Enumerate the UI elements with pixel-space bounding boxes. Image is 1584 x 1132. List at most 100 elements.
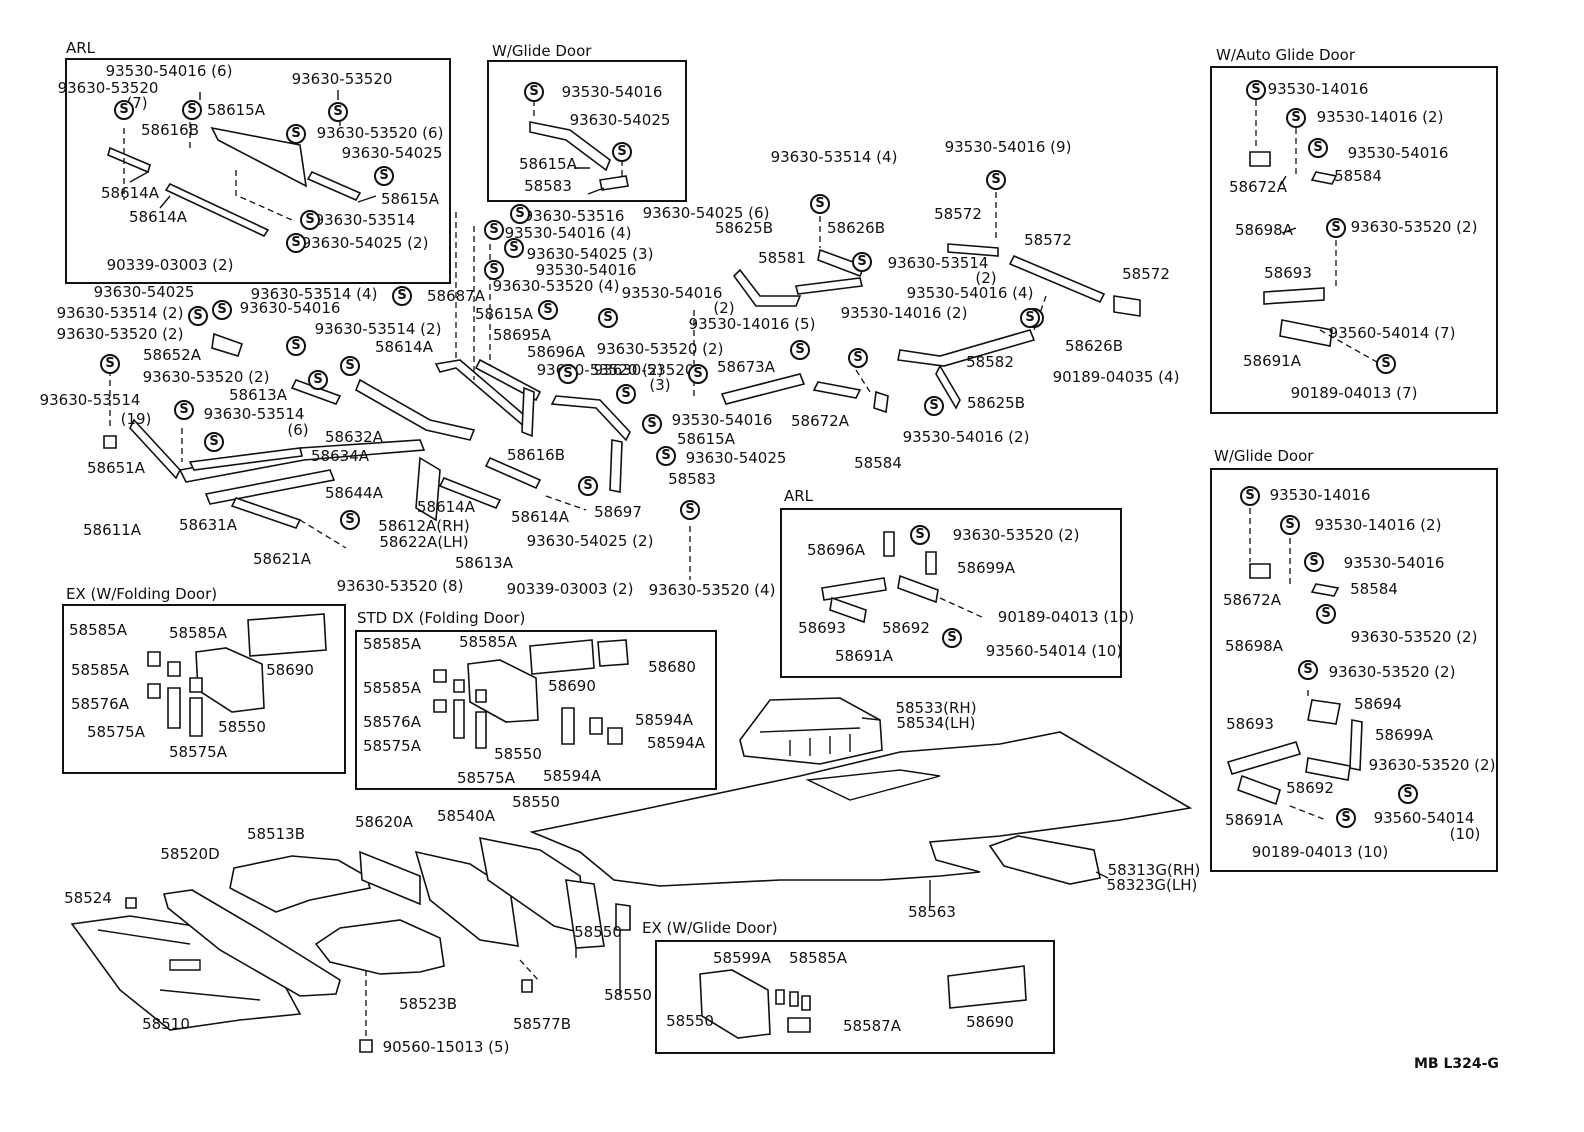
part-number-label: 90189-04013 (10): [997, 608, 1135, 626]
s-symbol: S: [340, 510, 360, 530]
part-58585a-c: [189, 677, 203, 693]
part-number-label: 93630-53520: [291, 70, 393, 88]
part-58523b-mat: [314, 919, 445, 975]
part-58696a-bracket: [521, 386, 535, 438]
part-number-label: 93630-53520 (2): [1350, 628, 1478, 646]
part-number-label: 93630-53520: [593, 361, 695, 379]
part-number-label: 93630-53520 (4): [648, 581, 776, 599]
part-number-label: 58614A: [375, 338, 433, 356]
part-58672a-glide: [1249, 563, 1271, 579]
part-58533-wheelhouse: [739, 697, 883, 765]
part-number-label: 58693: [1264, 264, 1312, 282]
part-number-label: 93630-53520 (2): [56, 325, 184, 343]
group-box-auto-glide: [1210, 66, 1498, 414]
part-number-label: 58572: [934, 205, 982, 223]
part-number-label: 93630-53514: [203, 405, 305, 423]
part-number-label: 58625B: [714, 219, 774, 237]
part-number-label: 58672A: [791, 412, 849, 430]
s-symbol: S: [1316, 604, 1336, 624]
part-number-label: 93530-14016: [1267, 80, 1369, 98]
part-number-label: 58582: [966, 353, 1014, 371]
group-box-ex-folding: [62, 604, 346, 774]
part-58313g-cover: [988, 835, 1101, 885]
part-number-label: 93560-54014: [1373, 809, 1475, 827]
part-58651a-bracket: [103, 435, 117, 449]
part-number-label: 58575A: [457, 769, 515, 787]
part-58694: [1307, 699, 1341, 725]
part-number-label: 93630-53520 (6): [316, 124, 444, 142]
part-number-label: 58634A: [311, 447, 369, 465]
part-number-label: 93530-14016 (2): [1314, 516, 1442, 534]
part-58693-auto: [1263, 287, 1325, 305]
part-58575a-a: [167, 687, 181, 729]
s-symbol: S: [656, 446, 676, 466]
part-number-label: 58585A: [789, 949, 847, 967]
part-number-label: 58583: [668, 470, 716, 488]
part-number-label: 93630-53514: [314, 211, 416, 229]
part-58582-frame: [897, 329, 1036, 367]
part-number-label: 58631A: [179, 516, 237, 534]
part-number-label: 93530-54016 (6): [105, 62, 233, 80]
part-number-label: 58613A: [229, 386, 287, 404]
part-58680: [597, 639, 629, 667]
group-title-std-dx: STD DX (Folding Door): [357, 609, 526, 627]
part-number-label: 93630-53514 (4): [770, 148, 898, 166]
group-box-std-dx: [355, 630, 717, 790]
part-number-label: 58575A: [87, 723, 145, 741]
part-58652a-bracket: [211, 332, 244, 357]
s-symbol: S: [680, 500, 700, 520]
s-symbol: S: [1376, 354, 1396, 374]
part-58585a-h: [801, 995, 811, 1011]
part-number-label: 58621A: [253, 550, 311, 568]
s-symbol: S: [1308, 138, 1328, 158]
part-number-label: (3): [649, 376, 671, 394]
part-number-label: 93630-53520 (4): [492, 277, 620, 295]
s-symbol: S: [392, 286, 412, 306]
part-number-label: 58625B: [966, 394, 1026, 412]
part-number-label: 93630-54025 (3): [526, 245, 654, 263]
part-number-label: 93630-53516: [523, 207, 625, 225]
part-number-label: 58572: [1122, 265, 1170, 283]
part-58699a-arl: [925, 551, 937, 575]
part-number-label: 93530-54016 (2): [902, 428, 1030, 446]
part-number-label: 58696A: [527, 343, 585, 361]
s-symbol: S: [1020, 308, 1040, 328]
part-number-label: 93530-14016: [1269, 486, 1371, 504]
part-58626b-rail: [817, 248, 866, 278]
part-number-label: 58534(LH): [896, 714, 976, 732]
s-symbol: S: [642, 414, 662, 434]
part-58615a-center: [550, 395, 631, 442]
s-symbol: S: [598, 308, 618, 328]
s-symbol: S: [484, 220, 504, 240]
s-symbol: S: [1286, 108, 1306, 128]
part-number-label: 93630-53514 (4): [250, 285, 378, 303]
part-number-label: 58614A: [101, 184, 159, 202]
part-number-label: 58693: [798, 619, 846, 637]
part-number-label: 58575A: [169, 743, 227, 761]
part-number-label: 93630-54025 (2): [301, 234, 429, 252]
part-58576a-b: [433, 699, 447, 713]
s-symbol: S: [538, 300, 558, 320]
s-symbol: S: [1304, 552, 1324, 572]
part-58563-floor-mat: [529, 731, 1193, 887]
part-number-label: 58584: [1350, 580, 1398, 598]
part-58693-glide: [1226, 741, 1302, 775]
part-58550-std: [467, 659, 539, 723]
group-title-glide-right: W/Glide Door: [1214, 447, 1314, 465]
group-title-ex-glide: EX (W/Glide Door): [642, 919, 778, 937]
part-number-label: 93530-54016: [1347, 144, 1449, 162]
part-number-label: 93560-54014 (10): [985, 642, 1123, 660]
s-symbol: S: [790, 340, 810, 360]
s-symbol: S: [1398, 784, 1418, 804]
part-58584-bracket: [873, 390, 889, 414]
part-number-label: 93530-54016: [621, 284, 723, 302]
part-number-label: 93530-54016 (4): [906, 284, 1034, 302]
part-number-label: 93630-53514: [887, 254, 989, 272]
s-symbol: S: [1246, 80, 1266, 100]
part-number-label: 58613A: [455, 554, 513, 572]
part-number-label: 58550: [512, 793, 560, 811]
s-symbol: S: [484, 260, 504, 280]
part-number-label: 58652A: [143, 346, 201, 364]
s-symbol: S: [182, 100, 202, 120]
